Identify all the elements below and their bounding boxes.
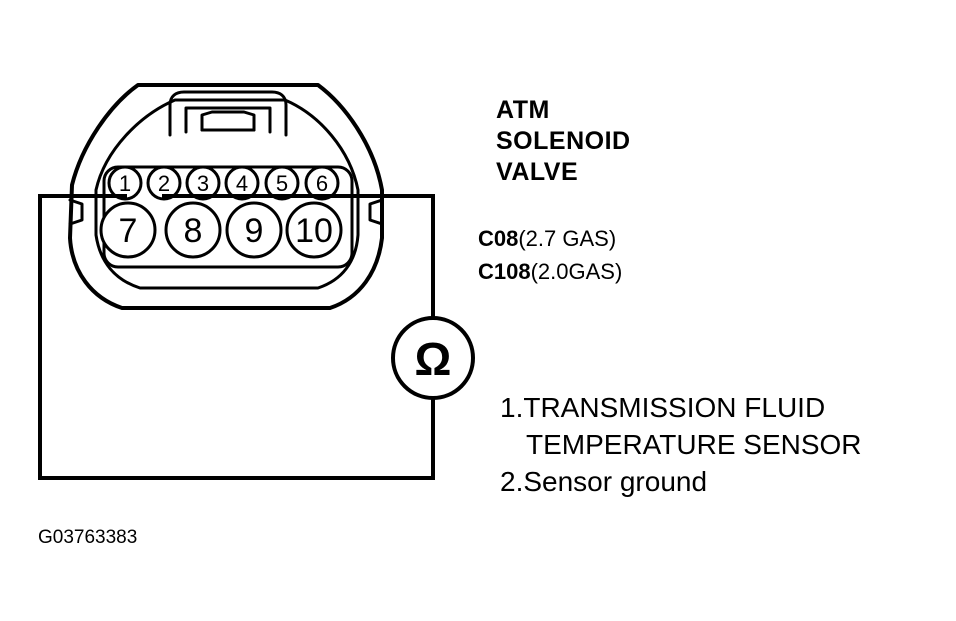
pin-5-label: 5: [276, 171, 288, 196]
connector-housing-outer: [68, 83, 384, 310]
connector-code-1: C08(2.7 GAS): [478, 226, 616, 252]
legend-item-1-line-2: TEMPERATURE SENSOR: [526, 429, 862, 460]
test-lead-wire-pin2: [162, 194, 435, 320]
pin-5-socket: [264, 165, 300, 201]
pin-6-socket: [304, 165, 340, 201]
connector-code-2-id: C108: [478, 259, 531, 284]
component-title-line-3: VALVE: [496, 158, 579, 186]
pin-4-socket: [224, 165, 260, 201]
legend-item-2: 2.Sensor ground: [500, 466, 708, 497]
component-title-line-1: ATM: [496, 96, 550, 124]
pin-10-socket: [285, 201, 343, 259]
pin-10-label: 10: [295, 212, 333, 250]
bottom-pin-row: [99, 201, 343, 259]
component-title: ATM SOLENOID VALVE: [496, 95, 631, 188]
connector-code-2: C108(2.0GAS): [478, 259, 622, 285]
pin-8-label: 8: [184, 212, 203, 250]
connector-latch-tab: [200, 110, 256, 132]
pin-4-label: 4: [236, 171, 248, 196]
connector-notch-right: [368, 198, 384, 226]
connector-code-2-note: (2.0GAS): [530, 259, 623, 284]
pin-9-socket: [225, 201, 283, 259]
connector-notch-left: [68, 198, 84, 226]
pin-2-socket: [146, 165, 182, 201]
pin-8-socket: [164, 201, 222, 259]
pin-1-socket: [107, 165, 143, 201]
pin-9-label: 9: [245, 212, 264, 250]
legend-item-1-line-1: 1.TRANSMISSION FLUID: [500, 392, 826, 423]
pin-3-label: 3: [197, 171, 209, 196]
top-pin-row: [107, 165, 340, 201]
ohmmeter: [391, 316, 475, 400]
ohm-symbol: Ω: [415, 333, 452, 385]
pin-7-socket: [99, 201, 157, 259]
test-lead-wire: [38, 194, 435, 480]
pin-3-socket: [185, 165, 221, 201]
pin-2-label: 2: [158, 171, 170, 196]
connector-latch: [168, 90, 288, 137]
component-title-line-2: SOLENOID: [496, 127, 631, 155]
pin-7-label: 7: [119, 212, 138, 250]
pin-6-label: 6: [316, 171, 328, 196]
figure-code: G03763383: [38, 527, 138, 548]
connector-housing-inner: [94, 98, 360, 290]
pin-1-label: 1: [119, 171, 131, 196]
legend: 1.TRANSMISSION FLUID TEMPERATURE SENSOR …: [500, 389, 862, 500]
connector-code-1-id: C08: [478, 226, 519, 251]
connector-latch-inner: [184, 106, 272, 134]
connector-code-1-note: (2.7 GAS): [518, 226, 617, 251]
